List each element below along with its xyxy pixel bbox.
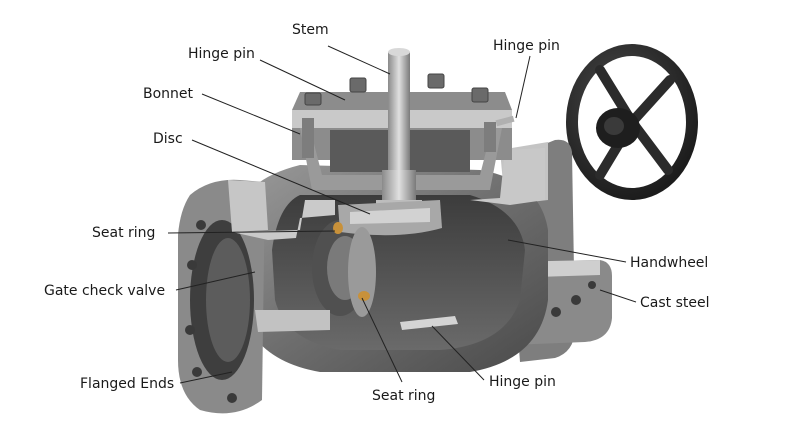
seat-ring-lower (358, 291, 370, 301)
disc (338, 200, 442, 317)
label-seat-ring-left: Seat ring (92, 225, 156, 241)
label-flanged-ends: Flanged Ends (80, 376, 175, 392)
label-bonnet: Bonnet (143, 86, 194, 102)
leader-gate-check-valve (175, 271, 256, 291)
label-disc: Disc (153, 131, 183, 147)
label-stem: Stem (292, 22, 329, 38)
leader-seat-ring-bottom (361, 297, 403, 383)
leader-hinge-pin-top-right (515, 55, 531, 119)
left-flange (178, 179, 330, 414)
handwheel (566, 44, 698, 200)
label-hinge-pin-bottom: Hinge pin (489, 374, 556, 390)
leader-stem (327, 45, 391, 75)
leader-bonnet (201, 93, 301, 135)
leader-seat-ring-left (167, 230, 336, 234)
body-cut-face (232, 200, 335, 240)
label-seat-ring-bottom: Seat ring (372, 388, 436, 404)
seat-ring-upper (333, 222, 343, 234)
label-hinge-pin-top-left: Hinge pin (188, 46, 255, 62)
leader-hinge-pin-bottom (431, 325, 485, 381)
leader-handwheel (507, 239, 627, 263)
leader-lines (167, 45, 637, 384)
leader-disc (191, 139, 371, 215)
body-cut-face-right (470, 148, 545, 205)
leader-hinge-pin-top-left (259, 59, 346, 101)
label-handwheel: Handwheel (630, 255, 709, 271)
label-cast-steel: Cast steel (640, 295, 710, 311)
label-hinge-pin-top-right: Hinge pin (493, 38, 560, 54)
leader-cast-steel (599, 289, 637, 303)
leader-flanged-ends (179, 371, 233, 384)
hinge-pin-right-part (495, 115, 515, 127)
label-gate-check-valve: Gate check valve (44, 283, 166, 299)
